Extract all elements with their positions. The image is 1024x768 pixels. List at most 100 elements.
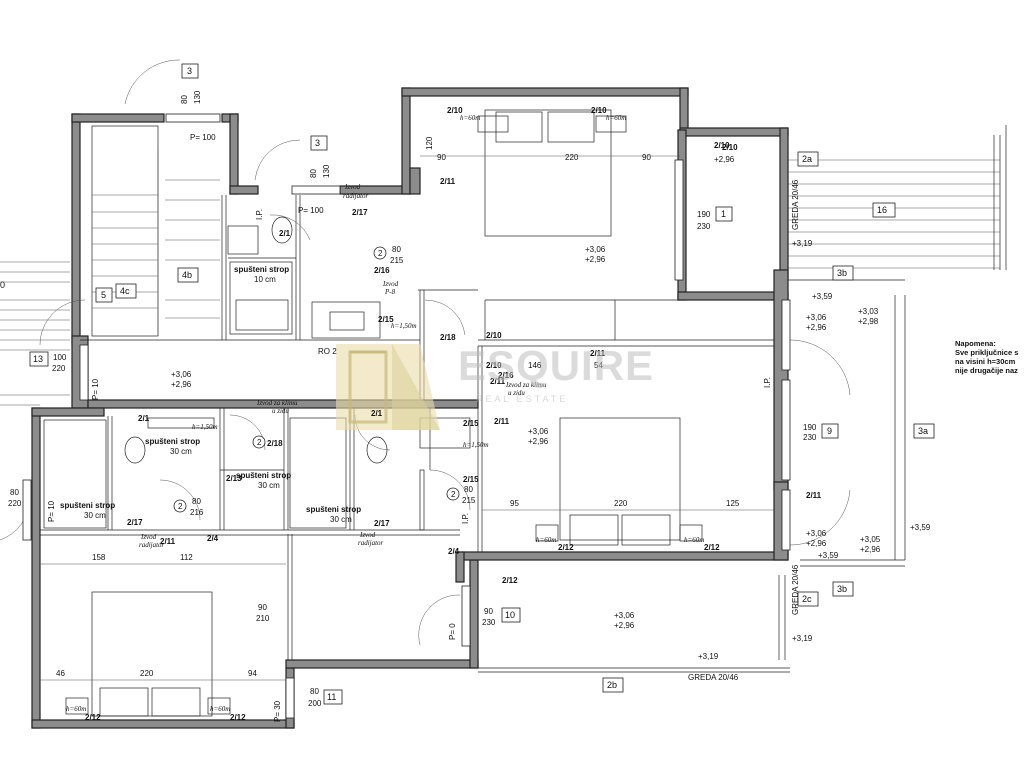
ceiling-label: 10 cm bbox=[254, 275, 276, 284]
annotation: Izvod bbox=[382, 280, 399, 288]
level-label: +3,19 bbox=[792, 239, 813, 248]
mount-heights: h=60m h=60m h=1,50m h=1,50m h=1,50m h=60… bbox=[66, 114, 704, 713]
level-label: +3,03 bbox=[858, 307, 879, 316]
code-label: 2/12 bbox=[704, 543, 720, 552]
level-label: +2,96 bbox=[806, 323, 827, 332]
dim-label: 80 bbox=[180, 95, 189, 104]
code-label: 2/10 bbox=[714, 141, 730, 150]
electrical-codes: 2/10 2/10 2/10 2/11 2/17 2/1 2/16 2/15 2… bbox=[85, 106, 822, 722]
staircase bbox=[91, 125, 220, 337]
annotation: u zidu bbox=[272, 407, 289, 415]
dim-label: 94 bbox=[248, 669, 257, 678]
level-label: +3,06 bbox=[614, 611, 635, 620]
level-label: +3,05 bbox=[860, 535, 881, 544]
code-label: 2/4 bbox=[448, 547, 460, 556]
circle-marks: 2 2 2 2 bbox=[173, 246, 460, 513]
level-label: +2,96 bbox=[714, 155, 735, 164]
dim-label: 80 bbox=[10, 488, 19, 497]
door-tag-2b: 2b bbox=[607, 680, 617, 690]
door-tags: 3 3 1 16 2a 3b 3b 3a 9 2c 2b 10 11 13 5 … bbox=[0, 63, 935, 705]
circle-label: 2 bbox=[378, 249, 383, 258]
code-label: 2/1 bbox=[371, 409, 383, 418]
level-label: +3,06 bbox=[171, 370, 192, 379]
height-label: h=1,50m bbox=[192, 423, 218, 431]
bed-top bbox=[484, 109, 612, 237]
code-label: 2/1 bbox=[138, 414, 150, 423]
code-label: 2/10 bbox=[486, 331, 502, 340]
dim-label: I.P. bbox=[461, 513, 470, 524]
door-tag-3-top: 3 bbox=[187, 66, 192, 76]
code-label: 2/16 bbox=[498, 371, 514, 380]
dim-label: 220 bbox=[614, 499, 628, 508]
annotation: Izvod za klimu bbox=[505, 381, 547, 389]
ceiling-label: spušteni strop bbox=[234, 265, 289, 274]
door-swings bbox=[0, 59, 851, 646]
code-label: 2/11 bbox=[160, 537, 176, 546]
code-label: 2/11 bbox=[806, 491, 822, 500]
circle-label: 2 bbox=[178, 502, 183, 511]
dim-label: 210 bbox=[256, 614, 270, 623]
dim-label: 125 bbox=[726, 499, 740, 508]
dim-label: 158 bbox=[92, 553, 106, 562]
code-label: 2/11 bbox=[590, 349, 606, 358]
code-label: 2/12 bbox=[85, 713, 101, 722]
annotation: radijator bbox=[139, 541, 165, 549]
dim-label: P= 10 bbox=[47, 500, 56, 522]
dim-label: 54 bbox=[594, 361, 603, 370]
dim-label: 220 bbox=[140, 669, 154, 678]
annotation: P-8 bbox=[384, 288, 396, 296]
dim-label: 80 bbox=[392, 245, 401, 254]
furniture bbox=[43, 109, 703, 717]
code-label: 2/1 bbox=[279, 229, 291, 238]
code-label: 2/11 bbox=[494, 417, 510, 426]
note-line: Sve priključnice s bbox=[955, 348, 1019, 357]
circle-label: 2 bbox=[257, 438, 262, 447]
beam-label: GREDA 20/46 bbox=[688, 673, 739, 682]
bed-middle bbox=[559, 417, 681, 541]
beam-labels: GREDA 20/46 GREDA 20/46 GREDA 20/46 bbox=[688, 179, 800, 682]
dim-label: P= 10 bbox=[91, 378, 100, 400]
dim-label: P= 30 bbox=[273, 700, 282, 722]
level-label: +2,98 bbox=[858, 317, 879, 326]
level-label: +2,96 bbox=[806, 539, 827, 548]
ceiling-label: 30 cm bbox=[330, 515, 352, 524]
dim-label: 80 bbox=[464, 485, 473, 494]
height-label: h=60m bbox=[460, 114, 480, 122]
height-label: h=60m bbox=[210, 705, 230, 713]
dim-label: 146 bbox=[528, 361, 542, 370]
code-label: 2/4 bbox=[207, 534, 219, 543]
code-label: 2/10 bbox=[591, 106, 607, 115]
code-label: 2/10 bbox=[486, 361, 502, 370]
note-line: nije drugačije naz bbox=[955, 366, 1018, 375]
level-label: +2,96 bbox=[171, 380, 192, 389]
code-label: 2/10 bbox=[722, 143, 738, 152]
code-label: 2/10 bbox=[447, 106, 463, 115]
dim-label: I.P. bbox=[763, 377, 772, 388]
annotation: Izvod bbox=[359, 531, 376, 539]
annotation: radijator bbox=[358, 539, 384, 547]
door-tag-3a: 3a bbox=[918, 426, 928, 436]
door-tag-3b-bottom: 3b bbox=[837, 584, 847, 594]
annotation: Izvod bbox=[140, 533, 157, 541]
note-box: Napomena: Sve priključnice s na visini h… bbox=[955, 339, 1024, 375]
dim-label: 215 bbox=[462, 496, 476, 505]
room-tag-4c: 4c bbox=[120, 286, 130, 296]
ceiling-label: spušteni strop bbox=[236, 471, 291, 480]
dim-label: 200 bbox=[308, 699, 322, 708]
code-label: 2/17 bbox=[352, 208, 368, 217]
code-label: 2/13 bbox=[226, 474, 242, 483]
dim-label: 90 bbox=[484, 607, 493, 616]
level-label: +2,96 bbox=[860, 545, 881, 554]
ceiling-notes: spušteni strop 10 cm spušteni strop 30 c… bbox=[60, 265, 361, 524]
dim-label: 190 bbox=[803, 423, 817, 432]
level-label: +2,96 bbox=[614, 621, 635, 630]
level-label: +3,06 bbox=[806, 313, 827, 322]
dim-label: 46 bbox=[56, 669, 65, 678]
circle-label: 2 bbox=[451, 490, 456, 499]
level-label: +2,96 bbox=[585, 255, 606, 264]
door-tag-2c: 2c bbox=[802, 594, 812, 604]
code-label: 2/12 bbox=[502, 576, 518, 585]
ceiling-label: 30 cm bbox=[258, 481, 280, 490]
level-label: +3,06 bbox=[806, 529, 827, 538]
